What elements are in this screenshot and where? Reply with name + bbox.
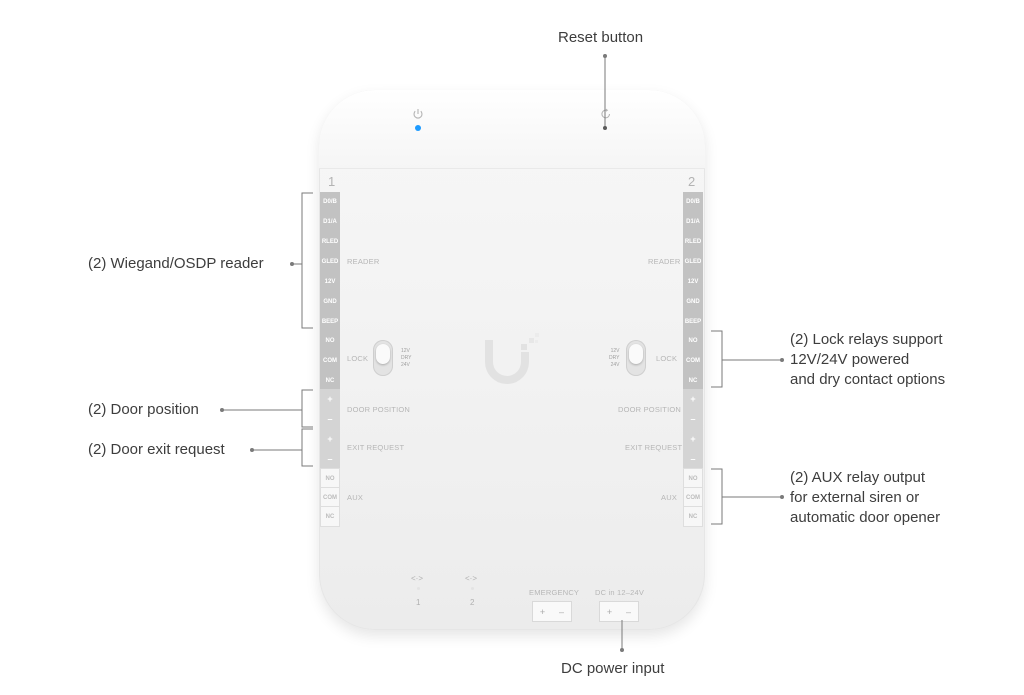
ubiquiti-logo-icon: [485, 333, 539, 384]
power-icon: [413, 109, 423, 119]
device-top-band: [319, 90, 705, 169]
terminal-r-aux-com[interactable]: COM: [683, 487, 703, 508]
label-emergency: EMERGENCY: [529, 588, 580, 597]
label-dc-in: DC in 12–24V: [595, 588, 645, 597]
dc-callout: DC power input: [561, 660, 665, 677]
voltage-option: 24V: [401, 362, 410, 368]
lock-callout-line-3: and dry contact options: [790, 371, 946, 388]
terminal-r-aux-nc[interactable]: NC: [683, 506, 703, 527]
label-r-exit-request: EXIT REQUEST: [625, 443, 683, 452]
dc-in-terminal[interactable]: + –: [599, 601, 639, 622]
voltage-option: 24V: [610, 362, 620, 368]
port-1-icon: <·>: [411, 574, 424, 583]
lock-voltage-switch-2[interactable]: [626, 340, 646, 376]
label-r-aux: AUX: [661, 493, 678, 502]
label-r-door-position: DOOR POSITION: [618, 405, 682, 414]
switch-knob: [629, 344, 643, 364]
status-led: [415, 125, 421, 131]
lock-callout: (2) Lock relays support 12V/24V powered …: [790, 330, 945, 390]
emergency-plus: +: [539, 606, 546, 617]
aux-leader-dot: [780, 495, 784, 499]
terminal-r-aux-no[interactable]: NO: [683, 468, 703, 489]
label-r-lock: LOCK: [656, 354, 678, 363]
voltage-options-2: 12V DRY 24V: [609, 348, 619, 369]
voltage-option: DRY: [401, 355, 412, 361]
exit-request-callout: (2) Door exit request: [88, 441, 225, 458]
reset-button[interactable]: [603, 126, 607, 130]
label-l-door-position: DOOR POSITION: [347, 405, 411, 414]
door-position-leader: [222, 389, 313, 428]
port-2-number: 2: [470, 598, 475, 607]
port-1-number: 1: [416, 598, 421, 607]
reset-callout: Reset button: [558, 29, 644, 46]
label-l-aux: AUX: [347, 493, 364, 502]
port-2-led: [471, 587, 474, 590]
reset-leader-dot: [603, 54, 607, 58]
lock-callout-line-1: (2) Lock relays support: [790, 331, 943, 348]
lock-leader: [711, 330, 782, 388]
aux-callout-line-3: automatic door opener: [790, 509, 941, 526]
voltage-options-1: 12V DRY 24V: [401, 348, 411, 369]
emergency-terminal[interactable]: + –: [532, 601, 572, 622]
exit-request-leader-dot: [250, 448, 254, 452]
channel-1-number: 1: [328, 174, 336, 189]
dc-leader-dot: [620, 648, 624, 652]
door-position-leader-dot: [220, 408, 224, 412]
voltage-option: 12V: [401, 348, 410, 354]
dc-plus: +: [606, 606, 613, 617]
port-1-led: [417, 587, 420, 590]
reader-callout: (2) Wiegand/OSDP reader: [88, 255, 264, 272]
label-l-exit-request: EXIT REQUEST: [347, 443, 405, 452]
exit-request-leader: [252, 428, 313, 467]
lock-leader-dot: [780, 358, 784, 362]
access-hub-device: 1 2 D0/B D1/A RLED GLED 12V GND BEEP NO …: [319, 90, 705, 630]
aux-leader: [711, 468, 782, 525]
reader-leader-dot: [290, 262, 294, 266]
lock-voltage-switch-1[interactable]: [373, 340, 393, 376]
channel-2-number: 2: [688, 174, 696, 189]
label-l-lock: LOCK: [347, 354, 369, 363]
reader-leader: [292, 192, 313, 329]
label-l-reader: READER: [347, 257, 380, 266]
voltage-option: 12V: [610, 348, 620, 354]
aux-callout-line-1: (2) AUX relay output: [790, 469, 926, 486]
lock-callout-line-2: 12V/24V powered: [790, 351, 910, 368]
switch-knob: [376, 344, 390, 364]
emergency-minus: –: [559, 606, 565, 617]
label-r-reader: READER: [648, 257, 681, 266]
aux-callout: (2) AUX relay output for external siren …: [790, 468, 940, 528]
reset-icon: [601, 108, 611, 119]
voltage-option: DRY: [609, 355, 620, 361]
door-position-callout: (2) Door position: [88, 401, 199, 418]
dc-minus: –: [626, 606, 632, 617]
port-2-icon: <·>: [465, 574, 478, 583]
aux-callout-line-2: for external siren or: [790, 489, 920, 506]
terminal-l-aux-nc[interactable]: NC: [320, 506, 340, 527]
